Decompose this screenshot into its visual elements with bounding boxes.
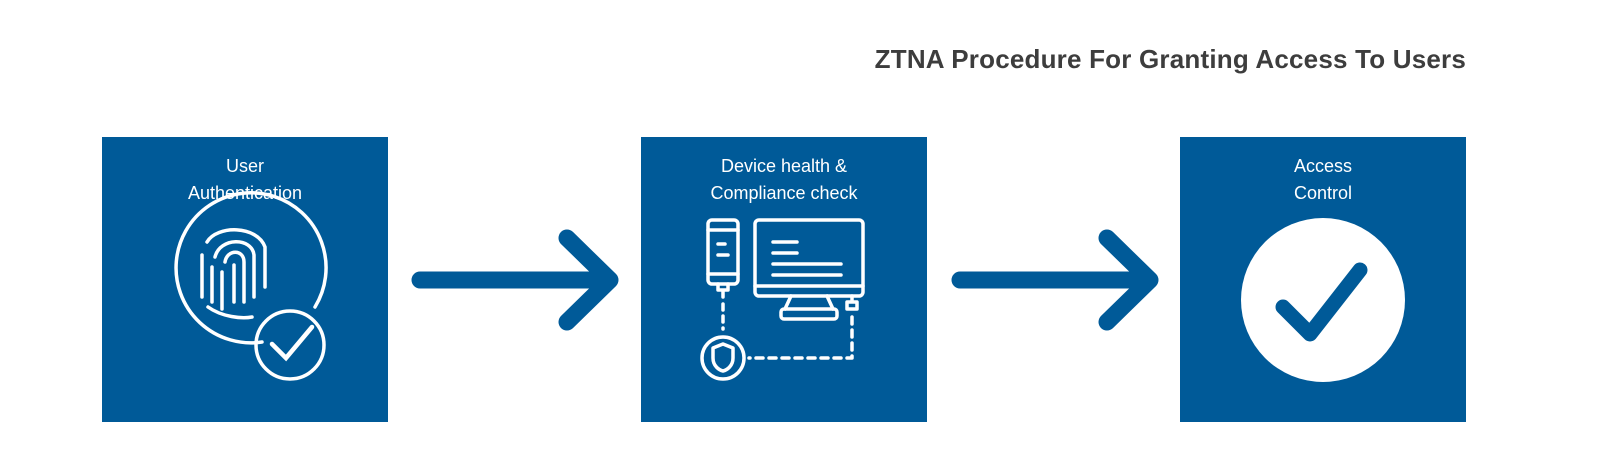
device-compliance-icon (700, 218, 865, 381)
diagram-title: ZTNA Procedure For Granting Access To Us… (874, 44, 1466, 74)
arrow-right-icon (411, 229, 619, 331)
step-label-line: User (225, 156, 264, 176)
step-label: Access Control (1180, 153, 1466, 207)
step-label-line: Access (1293, 156, 1353, 176)
step-access-control: Access Control (1180, 137, 1466, 422)
step-label-line: Compliance check (710, 183, 858, 203)
step-user-authentication: User Authentication (102, 137, 388, 422)
arrow-right-icon (951, 229, 1159, 331)
checkmark-circle-icon (1241, 218, 1405, 382)
step-label-line: Device health & (720, 156, 848, 176)
step-label: Device health & Compliance check (641, 153, 927, 207)
step-label-line: Control (1293, 183, 1353, 203)
step-device-compliance: Device health & Compliance check (641, 137, 927, 422)
fingerprint-check-icon (174, 191, 328, 381)
